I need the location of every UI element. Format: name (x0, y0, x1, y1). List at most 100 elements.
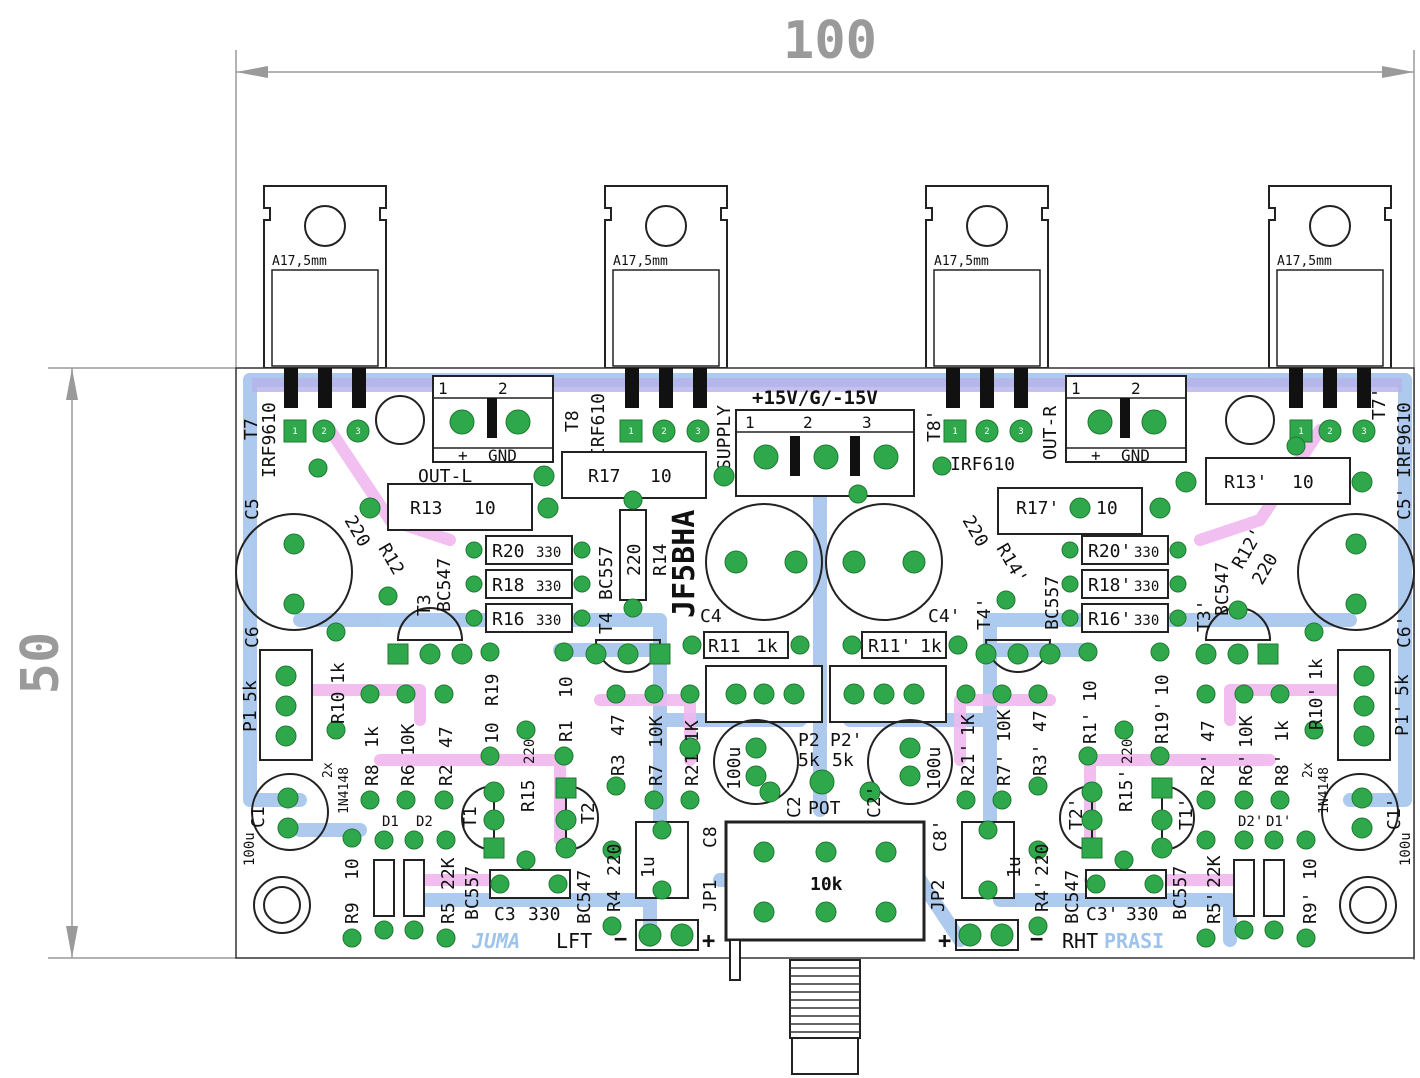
d1-prime-value: 1N4148 (1317, 767, 1332, 814)
jp2-minus: − (1030, 927, 1043, 952)
r13-prime-ref: R13' (1224, 472, 1267, 493)
r16-prime-ref: R16' (1088, 609, 1131, 630)
diode-note-left: 2x (321, 762, 336, 778)
r19-value: 10 (482, 722, 503, 744)
r6-prime-ref: R6' (1236, 753, 1257, 786)
out-left-pin1: 1 (438, 379, 448, 398)
svg-text:2: 2 (1327, 427, 1332, 437)
r21-ref: R21 (682, 753, 703, 786)
out-right-label: OUT-R (1040, 406, 1061, 460)
r7-ref: R7 (646, 764, 667, 786)
t7-part: IRF9610 (259, 402, 280, 478)
r10-value: 1k (328, 662, 349, 684)
r19-ref: R19 (482, 673, 503, 706)
r5-ref: R5 (438, 902, 459, 924)
t7-ref: T7 (241, 418, 262, 440)
r17-prime-ref: R17' (1016, 498, 1059, 519)
r18-prime-ref: R18' (1088, 575, 1131, 596)
svg-text:1: 1 (1298, 427, 1303, 437)
r4-ref: R4 (604, 890, 625, 912)
p2-ref: P2 (798, 730, 820, 751)
t7-prime-ref: T7' (1369, 387, 1390, 420)
out-left-plus: + (458, 446, 468, 465)
t7-prime-part: IRF9610 (1394, 402, 1415, 478)
r11-prime-ref: R11' (868, 636, 911, 657)
r16-ref: R16 (492, 609, 525, 630)
t3-prime-value: BC547 (1212, 562, 1233, 616)
bc557-label-left: BC557 (462, 866, 483, 920)
r19-prime-ref: R19' (1152, 701, 1173, 744)
labels-right-channel: R13' 10 R17' 10 R12' 220 R14' 220 R20' 3… (830, 472, 1415, 925)
c3-prime-ref: C3' (1086, 904, 1119, 925)
r1-prime-ref: R1' (1080, 711, 1101, 744)
r3-value: 47 (608, 714, 629, 736)
mounting-hole-top-right (1225, 395, 1275, 445)
r5-prime-ref: R5' (1204, 891, 1225, 924)
jp2-plus: + (938, 929, 951, 954)
t8-ref: T8 (562, 410, 583, 432)
r2-ref: R2 (436, 764, 457, 786)
r13-prime-value: 10 (1292, 472, 1314, 493)
dimension-arrows (66, 66, 1414, 958)
channel-right: RHT (1062, 929, 1098, 953)
r14-ref: R14 (650, 543, 671, 576)
r19-prime-value: 10 (1152, 674, 1173, 696)
jp2-label: JP2 (928, 879, 949, 912)
d1-value: 1N4148 (337, 767, 352, 814)
r2-prime-ref: R2' (1198, 753, 1219, 786)
r16-prime-value: 330 (1134, 613, 1159, 629)
r3-ref: R3 (608, 754, 629, 776)
c2-value: 100u (724, 747, 745, 790)
svg-text:3: 3 (695, 427, 700, 437)
r13-ref: R13 (410, 498, 443, 519)
r20-ref: R20 (492, 541, 525, 562)
heatsink-label-t7-prime: A17,5mm (1277, 254, 1332, 269)
c3-ref: C3 (494, 904, 516, 925)
r2-prime-value: 47 (1198, 720, 1219, 742)
t4-prime-value: BC557 (1042, 576, 1063, 630)
r13-value: 10 (474, 498, 496, 519)
r7-prime-ref: R7' (994, 753, 1015, 786)
c8-value: 1u (638, 856, 659, 878)
p1-prime-value: 5k (1392, 674, 1413, 696)
height-dimension-label: 50 (11, 632, 71, 695)
r1-prime-value: 10 (1080, 680, 1101, 702)
c5-ref: C5 (242, 498, 263, 520)
r21-prime-value: 1K (958, 714, 979, 736)
r18-prime-value: 330 (1134, 579, 1159, 595)
heatsink-label-t8-prime: A17,5mm (934, 254, 989, 269)
board-title: JF5BHA (667, 510, 702, 618)
out-left-label: OUT-L (418, 466, 472, 487)
out-right-gnd: GND (1121, 446, 1150, 465)
supply-label: SUPPLY (714, 405, 735, 470)
terminal-block-out-right: 1 2 + GND (1065, 375, 1187, 465)
p2-prime-value: 5k (832, 750, 854, 771)
c3-value: 330 (528, 904, 561, 925)
jp1-plus: + (702, 929, 715, 954)
p2-value: 5k (798, 750, 820, 771)
svg-text:3: 3 (1361, 427, 1366, 437)
r9-value: 10 (342, 858, 363, 880)
r14-value: 220 (624, 543, 645, 576)
d1-ref: D1 (382, 814, 399, 830)
channel-left: LFT (556, 929, 592, 953)
r7-prime-value: 10K (994, 709, 1015, 742)
d1-prime-ref: D1' (1266, 814, 1291, 830)
c2-ref: C2 (784, 796, 805, 818)
mounting-hole-top-left (375, 395, 425, 445)
r20-prime-value: 330 (1134, 545, 1159, 561)
c1-prime-value: 100u (1398, 832, 1414, 866)
r8-prime-ref: R8' (1272, 753, 1293, 786)
r4-value: 220 (604, 843, 625, 876)
r5-prime-value: 22K (1204, 855, 1225, 888)
c3-prime-value: 330 (1126, 904, 1159, 925)
jp1-minus: − (614, 927, 627, 952)
r17-ref: R17 (588, 466, 621, 487)
c8-prime-ref: C8' (930, 819, 951, 852)
width-dimension-label: 100 (783, 11, 877, 71)
r6-ref: R6 (398, 764, 419, 786)
r15-prime-value: 220 (1120, 739, 1136, 764)
r17-value: 10 (650, 466, 672, 487)
